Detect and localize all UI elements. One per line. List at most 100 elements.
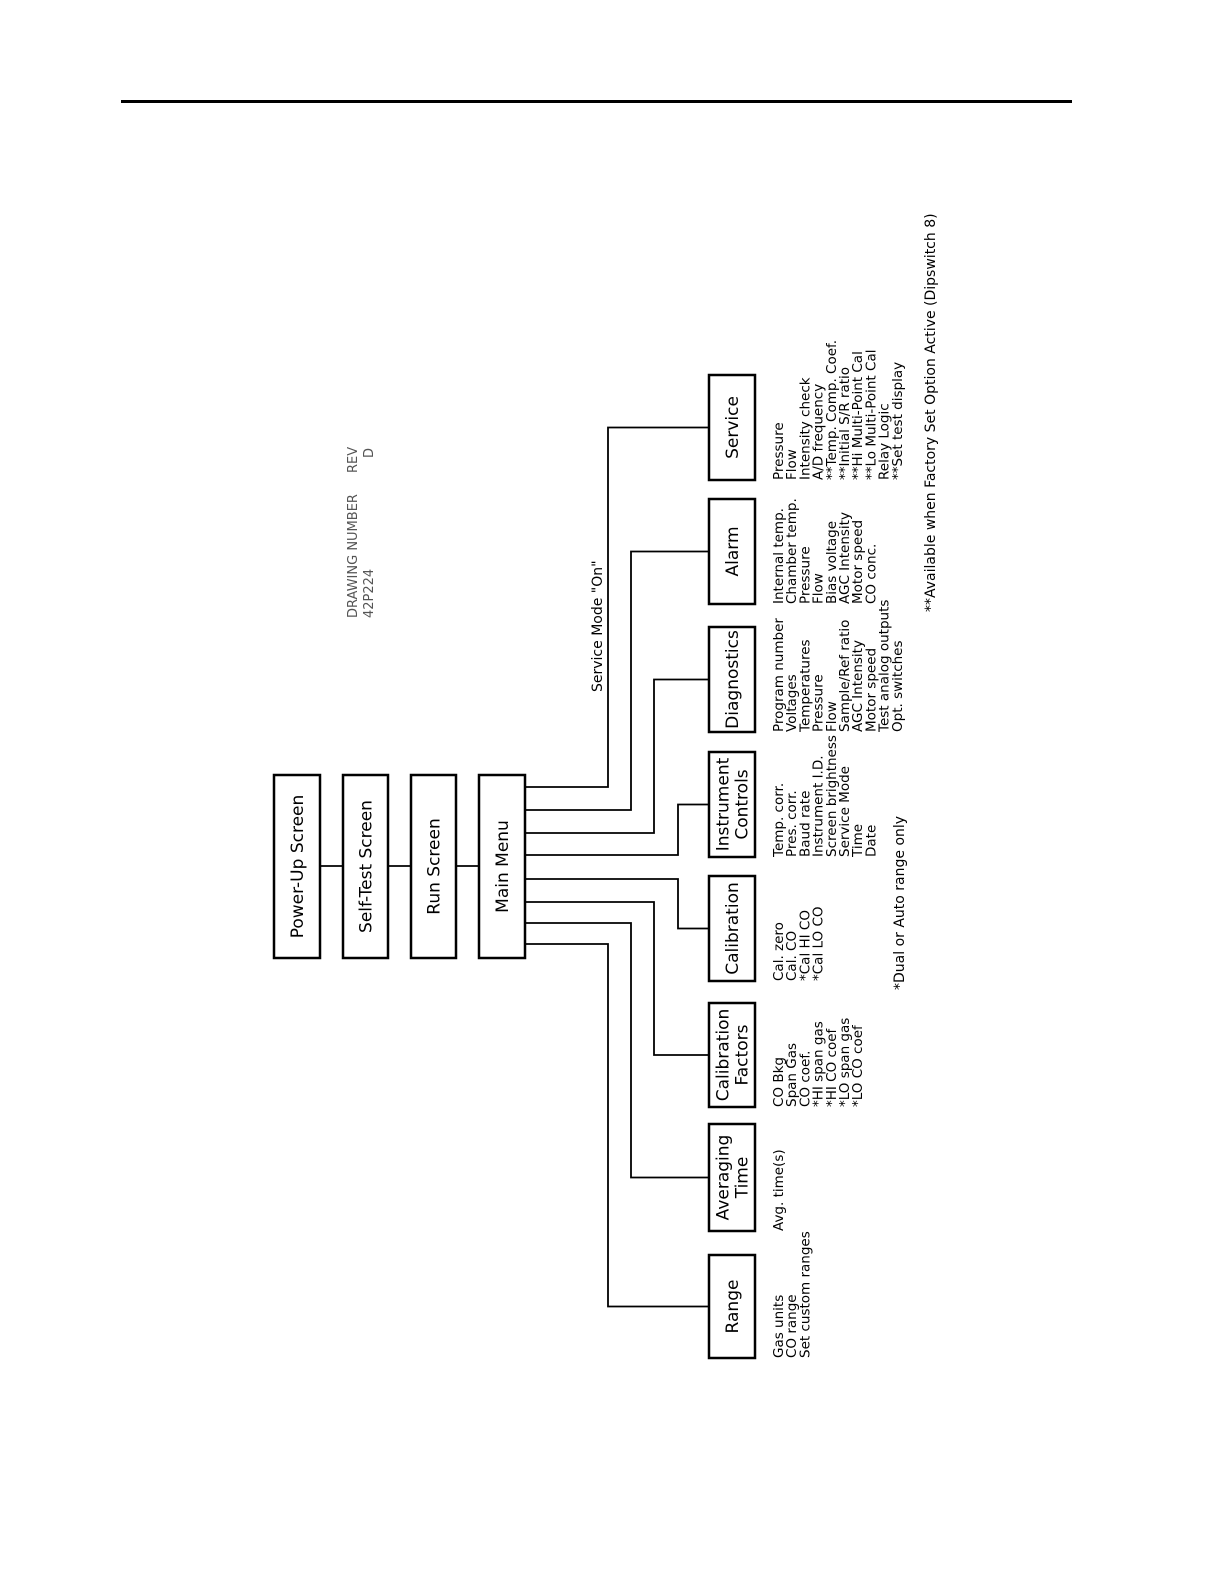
menu-item: Cal. zero	[771, 922, 787, 981]
menu-item: Temp. corr.	[771, 783, 787, 858]
menu-box-frame	[707, 497, 757, 606]
connector-instrument-controls	[525, 803, 709, 856]
menu-item: Temperatures	[797, 639, 813, 733]
menu-item: Test analog outputs	[877, 600, 893, 733]
menu-item: Relay Logic	[877, 403, 893, 480]
menu-item: Baud rate	[797, 791, 813, 857]
menu-item: *Cal LO CO	[811, 906, 827, 981]
connector-calibration	[525, 878, 709, 930]
menu-item: **Initial S/R ratio	[837, 367, 853, 480]
menu-item: Program number	[771, 618, 787, 732]
menu-item: Avg. time(s)	[771, 1149, 787, 1231]
top-rule	[121, 100, 1072, 103]
menu-item: Chamber temp.	[784, 498, 800, 604]
menu-item: Cal. CO	[784, 931, 800, 981]
menu-item: AGC Intensity	[850, 640, 866, 732]
menu-item: Gas units	[771, 1295, 787, 1358]
menu-item: Flow	[784, 449, 800, 480]
menu-box-frame	[707, 1001, 757, 1109]
menu-item: Span Gas	[784, 1043, 800, 1107]
service-mode-label: Service Mode "On"	[590, 560, 606, 692]
menu-item: CO conc.	[863, 544, 879, 604]
connector-alarm	[525, 550, 709, 811]
menu-box-label: Time	[733, 1157, 753, 1200]
menu-item: **Hi Multi-Point Cal	[850, 351, 866, 480]
screen-box-label: Self-Test Screen	[357, 800, 377, 933]
screen-chain: Power-Up Screen Self-Test Screen Run Scree…	[272, 773, 527, 960]
connector-service	[525, 426, 709, 788]
menu-item: **Temp. Comp. Coef.	[824, 340, 840, 480]
menu-item: Pressure	[771, 422, 787, 480]
menu-item: *Cal HI CO	[797, 910, 813, 981]
menu-item: Voltages	[784, 674, 800, 732]
menu-item: Motor speed	[850, 520, 866, 604]
menu-box-label: Diagnostics	[723, 630, 743, 729]
menu-box-diagnostics: Diagnostics Program numberVoltagesTempera…	[707, 600, 906, 734]
menu-item: Flow	[811, 573, 827, 604]
menu-box-frame	[707, 1122, 757, 1233]
menu-item: Time	[850, 824, 866, 858]
menu-box-label: Instrument	[714, 757, 734, 851]
menu-box-frame	[707, 1253, 757, 1360]
menu-item: **Lo Multi-Point Cal	[863, 350, 879, 480]
menu-item: *HI span gas	[811, 1021, 827, 1107]
menu-box-frame	[707, 373, 757, 482]
menu-item: Pressure	[811, 674, 827, 732]
rev-label: REV	[346, 447, 361, 473]
menu-item: Opt. switches	[890, 640, 906, 732]
screen-box-frame	[341, 773, 390, 960]
drawing-number-block: DRAWING NUMBER 42P224 REV D	[346, 447, 377, 618]
menu-item: CO Bkg	[771, 1057, 787, 1107]
drawing-number: 42P224	[362, 569, 377, 618]
screen-box-frame	[409, 773, 458, 960]
menu-item: CO coef.	[797, 1051, 813, 1107]
menu-item: Pressure	[797, 546, 813, 604]
drawing-number-label: DRAWING NUMBER	[346, 494, 361, 618]
menu-item: Intensity check	[797, 377, 813, 480]
menu-item: Flow	[824, 701, 840, 732]
menu-item: Internal temp.	[771, 508, 787, 604]
menu-item: Service Mode	[837, 766, 853, 857]
screen-box-label: Run Screen	[425, 818, 445, 914]
screen-box-frame	[272, 773, 322, 960]
menu-item: Sample/Ref ratio	[837, 620, 853, 732]
menu-box-alarm: Alarm Internal temp.Chamber temp.Pressure…	[707, 497, 879, 606]
menu-box-frame	[707, 625, 757, 734]
menu-box-label: Range	[723, 1280, 743, 1334]
menu-box-label: Service	[723, 396, 743, 459]
screen-box-label: Main Menu	[493, 820, 513, 913]
menu-item: Date	[863, 825, 879, 857]
menu-item: A/D frequency	[811, 384, 827, 480]
menu-box-label: Calibration	[723, 882, 743, 975]
menu-item: *LO CO coef	[850, 1024, 866, 1107]
rev-value: D	[362, 448, 377, 458]
screen-box-main-menu: Main Menu	[477, 773, 527, 960]
menu-box-label: Controls	[733, 769, 753, 839]
menu-box-label: Calibration	[714, 1009, 734, 1102]
screen-box-self-test-screen: Self-Test Screen	[341, 773, 390, 960]
screen-box-frame	[477, 773, 527, 960]
menu-box-label: Alarm	[723, 526, 743, 576]
menu-item: Pres. corr.	[784, 790, 800, 857]
connectors	[320, 426, 709, 1308]
connector-range	[525, 943, 709, 1308]
menu-item: Screen brightness	[824, 735, 840, 857]
screen-box-label: Power-Up Screen	[288, 795, 308, 939]
screen-box-power-up-screen: Power-Up Screen	[272, 773, 322, 960]
menu-item: *HI CO coef	[824, 1027, 840, 1107]
menu-box-label: Factors	[733, 1024, 753, 1085]
connector-calibration-factors	[525, 901, 709, 1056]
menu-item: **Set test display	[890, 362, 906, 480]
dual-auto-note: *Dual or Auto range only	[892, 816, 908, 990]
menu-item: AGC Intensity	[837, 512, 853, 604]
menu-item: CO range	[784, 1294, 800, 1358]
screen-box-run-screen: Run Screen	[409, 773, 458, 960]
menu-item: Bias voltage	[824, 521, 840, 604]
